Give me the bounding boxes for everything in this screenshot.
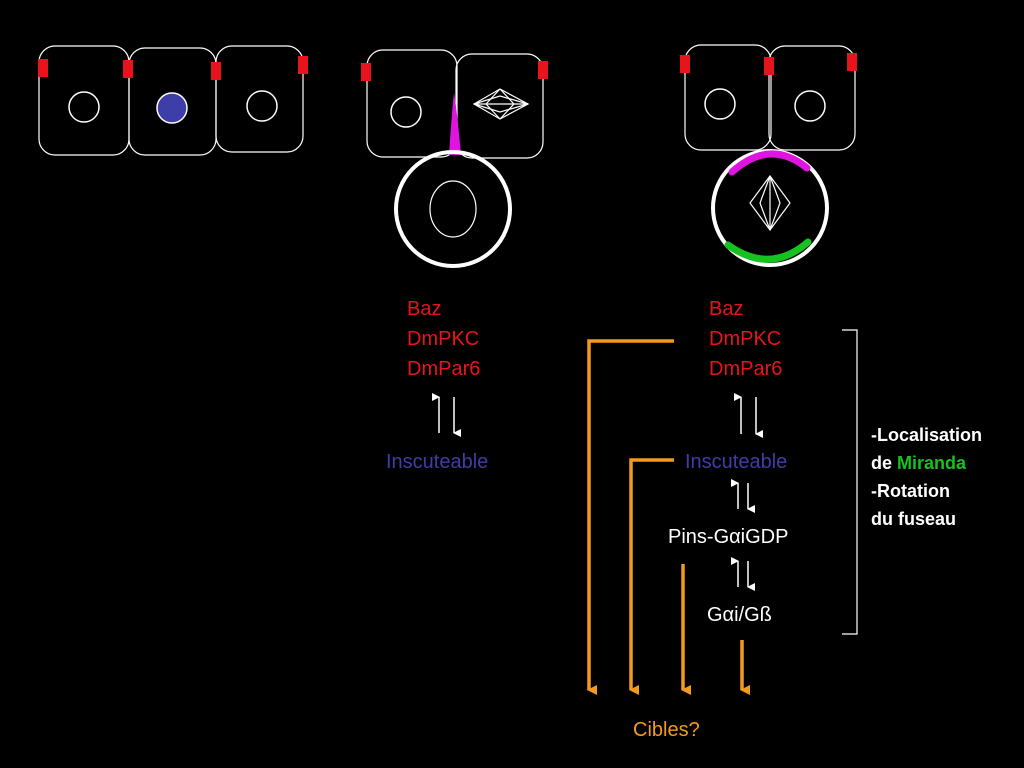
functions-list: -Localisation de Miranda -Rotation du fu… <box>871 421 982 533</box>
apical-marker <box>123 60 133 78</box>
protein-label-dmpkc: DmPKC <box>709 328 782 350</box>
neuroblast-mitosis-group <box>680 44 857 267</box>
neuroblast-interphase-group <box>361 49 548 268</box>
neuroblast <box>394 150 512 268</box>
complex-label-pins: Pins-GαiGDP <box>668 526 789 548</box>
miranda-crescent <box>724 238 812 263</box>
mitotic-spindle-icon <box>749 174 791 232</box>
apical-marker <box>361 63 371 81</box>
protein-label-baz: Baz <box>709 298 744 320</box>
function-bracket <box>842 329 858 635</box>
protein-label-dmpar6: DmPar6 <box>709 358 783 380</box>
apical-marker <box>211 62 221 80</box>
neuroblast-nucleus <box>429 180 477 238</box>
protein-label-dmpkc: DmPKC <box>407 328 480 350</box>
protein-label-inscuteable: Inscuteable <box>685 451 788 473</box>
epithelial-cell <box>366 49 458 158</box>
nucleus <box>246 90 278 122</box>
nucleus-highlighted <box>156 92 188 124</box>
apical-marker <box>298 56 308 74</box>
protein-label-inscuteable: Inscuteable <box>386 451 489 473</box>
apical-marker <box>38 59 48 77</box>
function-line-spindle: du fuseau <box>871 509 957 529</box>
epithelial-cell-dividing <box>455 53 544 159</box>
epithelial-cell-left <box>38 45 130 156</box>
function-line-localisation: -Localisation <box>871 425 983 445</box>
apical-marker <box>764 57 774 75</box>
apical-marker <box>847 53 857 71</box>
protein-label-dmpar6: DmPar6 <box>407 358 481 380</box>
apical-marker <box>538 61 548 79</box>
reciprocal-arrows <box>432 393 763 591</box>
nucleus <box>68 91 100 123</box>
targets-label: Cibles? <box>633 719 700 741</box>
protein-label-baz: Baz <box>407 298 442 320</box>
apical-marker <box>680 55 690 73</box>
epithelial-cell-right <box>215 45 304 153</box>
mitotic-spindle-icon <box>472 88 530 120</box>
epithelial-cell <box>684 44 772 151</box>
inscuteable-apical-stalk <box>449 93 461 155</box>
function-line-rotation: -Rotation <box>871 481 950 501</box>
nucleus <box>390 96 422 128</box>
inscuteable-crescent <box>728 150 811 176</box>
function-line-miranda: de Miranda <box>871 449 982 477</box>
epithelial-cells-group <box>38 45 308 156</box>
nucleus <box>794 90 826 122</box>
nucleus <box>704 88 736 120</box>
complex-label-galpha-gbeta: Gαi/Gß <box>707 604 772 626</box>
miranda-label: Miranda <box>897 453 967 473</box>
function-prefix: de <box>871 453 893 473</box>
pathway-arrows-to-targets <box>587 339 750 695</box>
epithelial-cell <box>768 45 856 151</box>
